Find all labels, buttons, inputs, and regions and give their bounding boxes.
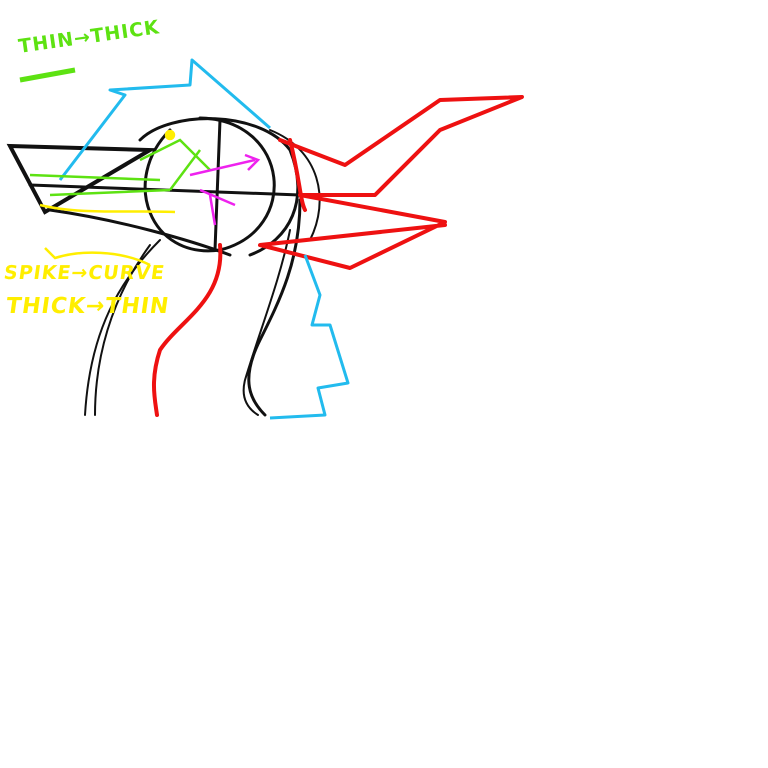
blue-accents — [58, 58, 350, 420]
black-outline — [6, 116, 321, 417]
note-thick-to-thin: THICK→THIN — [4, 294, 172, 319]
red-spikes — [151, 95, 524, 417]
yellow-marks — [39, 129, 176, 267]
note-spike-to-curve: SPIKE→CURVE — [2, 262, 167, 284]
magenta-arrows — [189, 153, 261, 226]
green-arrows — [19, 67, 211, 197]
